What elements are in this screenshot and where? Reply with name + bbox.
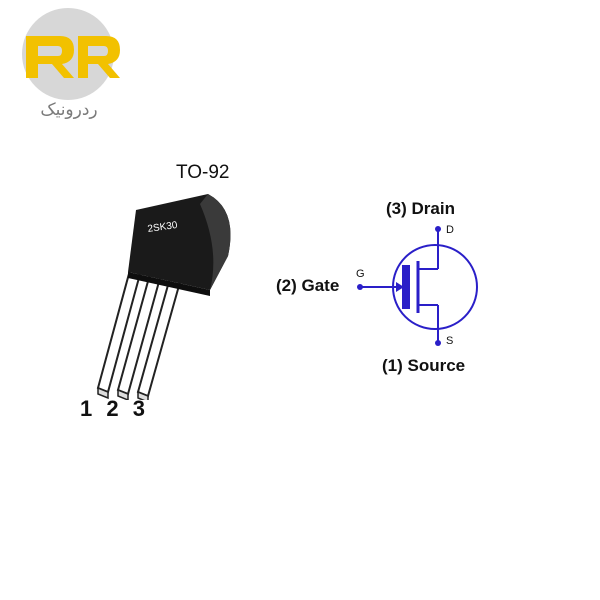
source-label: (1) Source	[382, 356, 466, 375]
pin-letter-g: G	[356, 268, 365, 280]
jfet-symbol	[357, 226, 478, 346]
transistor-body	[128, 194, 231, 296]
source-terminal-icon	[435, 340, 441, 346]
transistor-legs	[96, 268, 182, 400]
pin-letter-s: S	[446, 335, 454, 347]
pin-letter-d: D	[446, 224, 454, 236]
to92-transistor-drawing: 2SK30	[96, 194, 231, 400]
package-label: TO-92	[176, 162, 230, 183]
drain-label: (3) Drain	[386, 199, 455, 218]
logo-mark-icon	[22, 8, 120, 100]
gate-terminal-icon	[357, 284, 363, 290]
drain-terminal-icon	[435, 226, 441, 232]
gate-plate	[402, 265, 410, 309]
transistor-marking: 2SK30	[147, 220, 179, 235]
gate-arrow-icon	[396, 282, 404, 292]
logo-text: ردرونیک	[40, 100, 98, 120]
pin-numbers: 1 2 3	[80, 396, 149, 421]
gate-label: (2) Gate	[276, 276, 340, 295]
